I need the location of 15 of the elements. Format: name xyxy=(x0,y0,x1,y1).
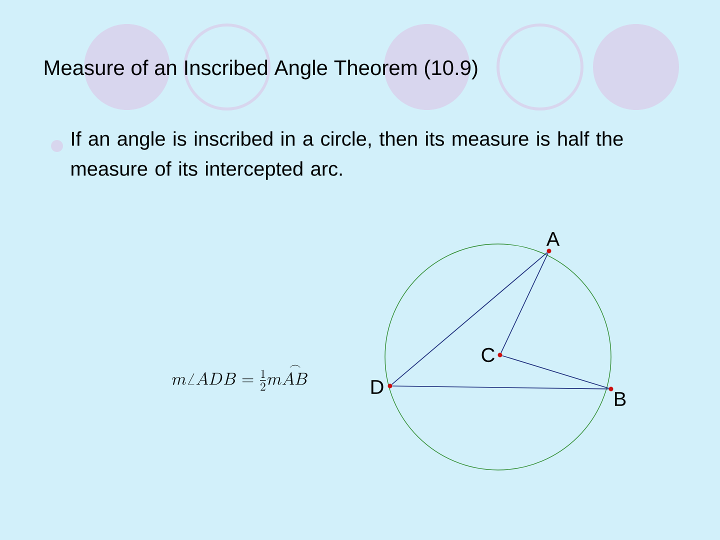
bullet-text: If an angle is inscribed in a circle, then its measure is half the measure of its intercepted arc. xyxy=(72,131,623,180)
formula: $m\angle ADB = \frac{1}{2}m\overset{\frown}{AB}$ xyxy=(172,364,308,391)
point-label: D xyxy=(371,380,384,394)
point xyxy=(608,386,614,392)
line-segment xyxy=(391,252,548,385)
point-label: B xyxy=(614,392,626,406)
point xyxy=(388,384,392,388)
point-label: C xyxy=(482,348,494,362)
line-segment xyxy=(500,252,548,354)
line-segment xyxy=(392,386,609,390)
point xyxy=(546,248,552,254)
slide-title: Measure of an Inscribed Angle Theorem (10.9) xyxy=(44,60,478,80)
point-label: A xyxy=(546,232,560,246)
point xyxy=(498,352,502,358)
line-segment xyxy=(502,355,610,389)
